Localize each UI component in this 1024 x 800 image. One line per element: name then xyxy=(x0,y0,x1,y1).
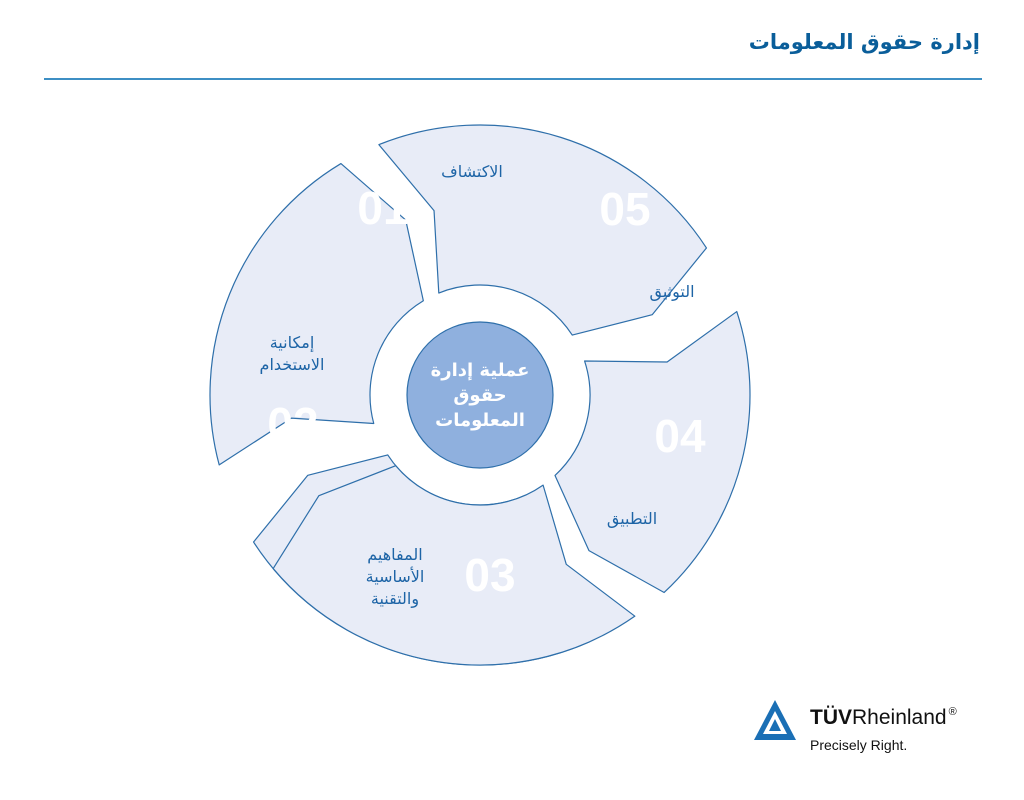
segment-label-03: المفاهيم الأساسية والتقنية xyxy=(366,545,425,609)
cycle-segment-02 xyxy=(209,162,424,466)
brand-rest: Rheinland xyxy=(852,706,947,729)
center-label: عملية إدارة حقوق المعلومات xyxy=(431,360,530,431)
page-title: إدارة حقوق المعلومات xyxy=(748,30,980,54)
center-label-line: عملية إدارة xyxy=(431,360,530,381)
cycle-segment-04 xyxy=(272,465,636,666)
brand-name: TÜVRheinland® xyxy=(810,706,957,730)
center-label-line: حقوق xyxy=(453,385,506,406)
segment-label-line: والتقنية xyxy=(371,589,419,609)
segment-number-04: 04 xyxy=(654,410,706,462)
segment-label-04: التطبيق xyxy=(607,509,657,529)
segment-label-line: الاستخدام xyxy=(260,355,325,374)
brand-tagline: Precisely Right. xyxy=(810,737,908,753)
title-divider xyxy=(44,78,982,80)
segment-label-line: المفاهيم xyxy=(367,545,422,564)
cycle-segment-01 xyxy=(378,124,708,336)
tuv-rheinland-logo: TÜVRheinland® Precisely Right. xyxy=(752,696,992,766)
tuv-triangle-icon xyxy=(754,700,796,740)
segment-label-line: الأساسية xyxy=(366,566,425,586)
center-circle xyxy=(406,321,554,469)
segment-number-03: 03 xyxy=(464,549,515,601)
segment-label-line: التوثيق xyxy=(649,282,694,302)
segment-label-line: الاكتشاف xyxy=(441,162,503,181)
segment-number-02: 02 xyxy=(267,398,318,450)
center-label-line: المعلومات xyxy=(435,410,525,431)
segment-number-01: 01 xyxy=(357,182,408,234)
segment-number-05: 05 xyxy=(599,183,650,235)
segment-label-05: التوثيق xyxy=(649,282,694,302)
segment-label-line: التطبيق xyxy=(607,509,657,529)
segment-label-02: إمكانية الاستخدام xyxy=(260,333,325,374)
segment-label-line: إمكانية xyxy=(270,333,315,352)
brand-strong: TÜV xyxy=(810,706,852,729)
segment-label-01: الاكتشاف xyxy=(441,162,503,181)
cycle-segment-05 xyxy=(554,310,751,594)
registered-mark: ® xyxy=(948,706,957,718)
